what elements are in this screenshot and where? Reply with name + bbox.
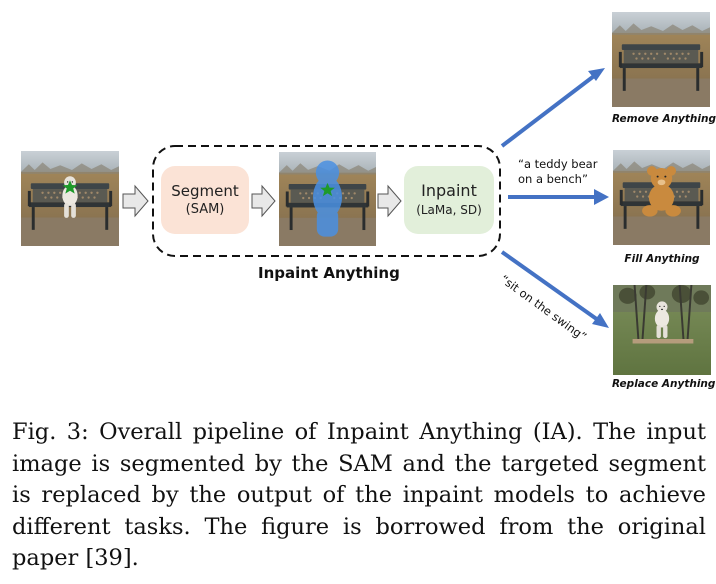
output-image-fill <box>613 150 710 245</box>
output-label-fill: Fill Anything <box>624 253 700 265</box>
mask-image <box>279 152 376 246</box>
output-label-remove: Remove Anything <box>612 113 716 125</box>
prompt-fill-line1: “a teddy bear <box>518 157 598 171</box>
input-image <box>21 151 119 246</box>
segment-sam-box: Segment (SAM) <box>161 166 249 234</box>
hollow-arrow-icon <box>251 184 276 218</box>
inpaint-subtitle: (LaMa, SD) <box>416 203 482 217</box>
segment-subtitle: (SAM) <box>185 202 225 217</box>
prompt-replace: “sit on the swing” <box>497 272 590 344</box>
output-label-replace: Replace Anything <box>612 378 716 390</box>
figure-caption: Fig. 3: Overall pipeline of Inpaint Anyt… <box>12 419 706 571</box>
prompt-fill: “a teddy bear on a bench” <box>518 157 597 187</box>
output-arrow-remove <box>500 68 605 148</box>
inpaint-box: Inpaint (LaMa, SD) <box>404 166 494 234</box>
output-image-remove <box>612 12 710 107</box>
hollow-arrow-icon <box>377 184 402 218</box>
segmentation-mask <box>312 160 343 237</box>
segment-title: Segment <box>171 182 239 200</box>
output-arrow-fill <box>508 189 609 205</box>
output-image-replace <box>613 285 711 375</box>
inpaint-title: Inpaint <box>421 181 477 200</box>
hollow-arrow-icon <box>122 184 149 218</box>
pipeline-label: Inpaint Anything <box>258 264 400 282</box>
prompt-fill-line2: on a bench” <box>518 172 588 186</box>
teddy-bear <box>642 166 681 217</box>
